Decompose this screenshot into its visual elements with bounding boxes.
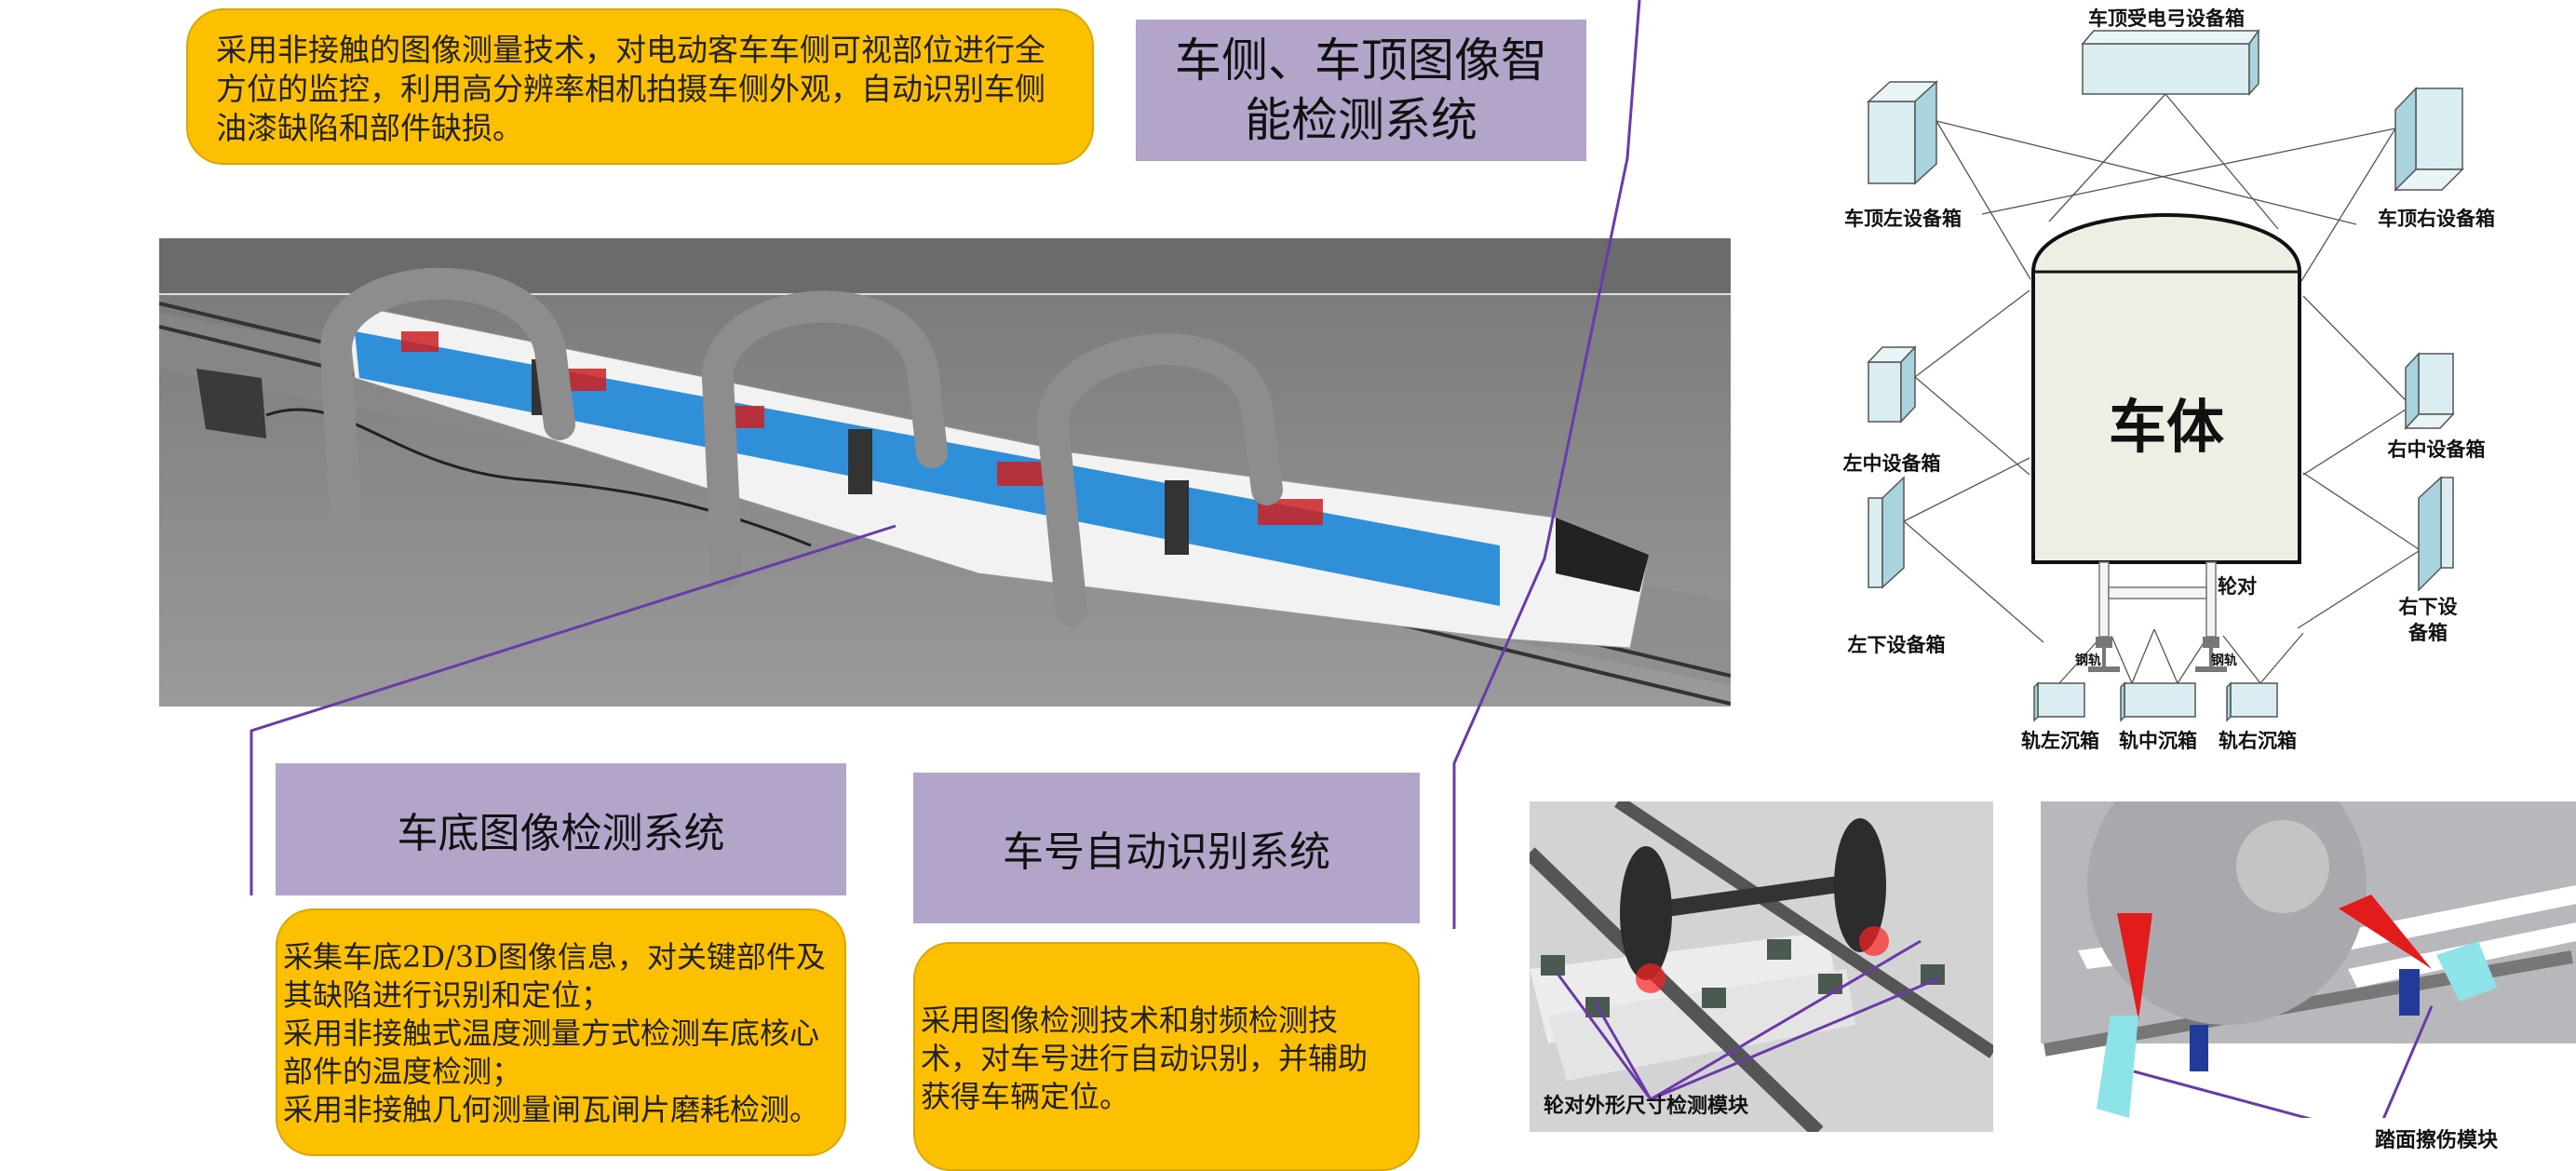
description-line: 其缺陷进行识别和定位； (283, 977, 612, 1013)
underbody-description-box: 采集车底2D/3D图像信息，对关键部件及 其缺陷进行识别和定位； 采用非接触式温… (276, 909, 846, 1156)
car-number-title: 车号自动识别系统 (913, 773, 1420, 923)
sensor-box (2436, 941, 2497, 1002)
box-right-low (2418, 476, 2454, 592)
wheelset-module-label: 轮对外形尺寸检测模块 (1544, 1095, 1749, 1118)
description-line: 术，对车号进行自动识别，并辅助 (921, 1041, 1369, 1076)
box-roof-right (2394, 87, 2464, 192)
tread-module-photo (2041, 801, 2576, 1118)
title-line: 车侧、车顶图像智 (1175, 34, 1547, 87)
box-roof-pantograph (2081, 28, 2260, 96)
label-left-mid: 左中设备箱 (1842, 452, 1941, 475)
description-line: 采用图像检测技术和射频检测技 (921, 1003, 1339, 1038)
wheelset-shape (2098, 561, 2217, 638)
box-track-mid (2120, 681, 2196, 722)
label-track-mid: 轨中沉箱 (2119, 730, 2197, 752)
label-track-left: 轨左沉箱 (2021, 730, 2099, 752)
box-track-left (2033, 681, 2085, 722)
equipment-layout-diagram (1867, 28, 2464, 722)
label-track-right: 轨右沉箱 (2219, 730, 2297, 752)
description-line: 采用非接触式温度测量方式检测车底核心 (283, 1016, 820, 1051)
sensor-box (2097, 1016, 2138, 1118)
label-left-low: 左下设备箱 (1847, 634, 1946, 656)
description-line: 获得车辆定位。 (921, 1079, 1130, 1114)
box-left-mid (1867, 345, 1917, 424)
car-body-label: 车体 (2108, 393, 2225, 461)
label-right-low-2: 备箱 (2408, 622, 2448, 644)
wheel (1620, 846, 1672, 980)
side-roof-title: 车侧、车顶图像智 能检测系统 (1136, 20, 1586, 161)
description-line: 采用非接触几何测量闸瓦闸片磨耗检测。 (283, 1092, 820, 1127)
tread-module-label: 踏面擦伤模块 (2375, 1129, 2499, 1152)
description-line: 采集车底2D/3D图像信息，对关键部件及 (283, 939, 826, 975)
rail-label-left: 钢轨 (2075, 653, 2101, 668)
wheel (1834, 818, 1886, 952)
side-roof-description-box: 采用非接触的图像测量技术，对电动客车车侧可视部位进行全 方位的监控，利用高分辨率… (186, 8, 1094, 165)
underbody-title: 车底图像检测系统 (276, 763, 846, 895)
box-left-low (1868, 476, 1905, 589)
gantry-arch (1036, 333, 1283, 626)
box-track-right (2226, 681, 2278, 722)
wheelset-label: 轮对 (2218, 575, 2257, 598)
label-roof-right: 车顶右设备箱 (2378, 208, 2495, 230)
car-number-description-box: 采用图像检测技术和射频检测技 术，对车号进行自动识别，并辅助 获得车辆定位。 (913, 942, 1420, 1171)
title-line: 能检测系统 (1245, 93, 1477, 147)
label-right-mid: 右中设备箱 (2387, 438, 2486, 461)
description-line: 部件的温度检测； (283, 1054, 522, 1089)
gantry-arch (701, 290, 948, 589)
description-line: 采用非接触的图像测量技术，对电动客车车侧可视部位进行全 (216, 32, 1045, 68)
car-body-shape (2031, 212, 2301, 564)
box-roof-left (1867, 80, 1938, 185)
wheelset-module-photo (1530, 801, 1993, 1132)
gantry-arch (319, 267, 575, 533)
description-line: 方位的监控，利用高分辨率相机拍摄车侧外观，自动识别车侧 (216, 71, 1045, 107)
label-right-low-1: 右下设 (2398, 596, 2458, 618)
train-scene-image (159, 238, 1731, 707)
train-blue-stripe (355, 331, 1500, 606)
rail-shape (2088, 637, 2227, 672)
description-line: 油漆缺陷和部件缺损。 (216, 110, 523, 146)
trackside-cabinet (196, 369, 266, 438)
label-roof-left: 车顶左设备箱 (1844, 208, 1962, 230)
label-roof-pantograph: 车顶受电弓设备箱 (2088, 7, 2245, 30)
rail-label-right: 钢轨 (2211, 653, 2237, 668)
box-right-mid (2404, 352, 2455, 430)
